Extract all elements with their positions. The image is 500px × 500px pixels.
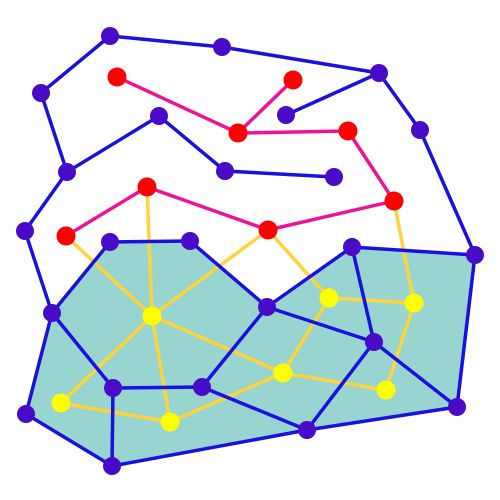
yellow-edge-8 bbox=[59, 401, 172, 424]
blue-edge-1 bbox=[108, 34, 224, 49]
yellow-node-4[interactable] bbox=[273, 363, 293, 383]
blue-node-4[interactable] bbox=[32, 84, 50, 102]
blue-edge-29 bbox=[50, 311, 115, 390]
blue-edge-26 bbox=[305, 340, 376, 432]
red-node-6[interactable] bbox=[384, 191, 404, 211]
blue-node-15[interactable] bbox=[43, 304, 61, 322]
red-node-1[interactable] bbox=[107, 67, 127, 87]
blue-node-7[interactable] bbox=[58, 163, 76, 181]
blue-node-16[interactable] bbox=[258, 298, 276, 316]
blue-node-17[interactable] bbox=[365, 333, 383, 351]
blue-node-11[interactable] bbox=[101, 233, 119, 251]
blue-edge-19 bbox=[305, 405, 459, 432]
blue-edge-6 bbox=[157, 114, 227, 173]
blue-edge-8 bbox=[377, 71, 422, 132]
yellow-edge-4 bbox=[266, 228, 331, 300]
pink-edge-1 bbox=[115, 75, 240, 135]
blue-edge-2 bbox=[220, 45, 381, 75]
pink-edge-5 bbox=[266, 199, 396, 232]
yellow-node-layer bbox=[51, 288, 424, 432]
pink-edge-7 bbox=[64, 185, 149, 238]
blue-edge-11 bbox=[23, 170, 69, 233]
yellow-edge-3 bbox=[150, 228, 270, 318]
blue-node-19[interactable] bbox=[193, 378, 211, 396]
blue-node-24[interactable] bbox=[277, 106, 295, 124]
red-node-5[interactable] bbox=[137, 177, 157, 197]
red-node-4[interactable] bbox=[338, 121, 358, 141]
blue-node-20[interactable] bbox=[17, 405, 35, 423]
yellow-edge-13 bbox=[384, 301, 416, 392]
blue-node-22[interactable] bbox=[448, 398, 466, 416]
blue-node-2[interactable] bbox=[213, 38, 231, 56]
yellow-edge-6 bbox=[150, 314, 172, 424]
blue-edge-21 bbox=[24, 412, 114, 468]
yellow-node-1[interactable] bbox=[142, 306, 162, 326]
blue-edge-layer bbox=[23, 34, 477, 468]
blue-edge-22 bbox=[24, 311, 54, 416]
blue-node-1[interactable] bbox=[101, 27, 119, 45]
red-node-8[interactable] bbox=[56, 226, 76, 246]
yellow-node-7[interactable] bbox=[376, 380, 396, 400]
pink-edge-layer bbox=[64, 75, 396, 238]
red-node-7[interactable] bbox=[258, 220, 278, 240]
yellow-node-2[interactable] bbox=[319, 288, 339, 308]
blue-node-8[interactable] bbox=[216, 162, 234, 180]
yellow-edge-11 bbox=[327, 296, 416, 305]
blue-node-layer bbox=[16, 27, 484, 475]
blue-edge-25 bbox=[372, 340, 459, 409]
blue-edge-27 bbox=[200, 305, 269, 389]
blue-edge-10 bbox=[284, 71, 381, 117]
blue-node-13[interactable] bbox=[343, 238, 361, 256]
blue-edge-23 bbox=[265, 305, 376, 344]
blue-node-5[interactable] bbox=[150, 107, 168, 125]
blue-node-21[interactable] bbox=[298, 421, 316, 439]
blue-edge-28 bbox=[111, 385, 204, 390]
blue-edge-14 bbox=[108, 239, 192, 244]
pink-edge-3 bbox=[236, 129, 350, 135]
blue-edge-15 bbox=[188, 239, 269, 309]
blue-edge-7 bbox=[223, 169, 336, 179]
blue-edge-20 bbox=[110, 428, 309, 468]
blue-node-10[interactable] bbox=[16, 222, 34, 240]
yellow-edge-5 bbox=[59, 314, 154, 405]
blue-node-12[interactable] bbox=[181, 232, 199, 250]
blue-edge-5 bbox=[65, 114, 161, 174]
yellow-node-6[interactable] bbox=[160, 412, 180, 432]
pink-edge-6 bbox=[145, 185, 270, 232]
red-node-layer bbox=[56, 67, 404, 246]
blue-edge-31 bbox=[200, 385, 309, 432]
blue-edge-13 bbox=[50, 240, 112, 315]
yellow-edge-7 bbox=[150, 314, 285, 375]
pink-edge-4 bbox=[346, 129, 396, 203]
blue-edge-24 bbox=[350, 245, 376, 344]
blue-node-23[interactable] bbox=[103, 457, 121, 475]
blue-node-3[interactable] bbox=[370, 64, 388, 82]
yellow-edge-10 bbox=[281, 296, 331, 375]
blue-edge-12 bbox=[23, 229, 54, 315]
pink-edge-2 bbox=[236, 78, 295, 135]
blue-edge-9 bbox=[418, 128, 477, 257]
yellow-edge-14 bbox=[281, 371, 388, 392]
blue-node-14[interactable] bbox=[466, 246, 484, 264]
blue-node-9[interactable] bbox=[325, 168, 343, 186]
yellow-node-3[interactable] bbox=[404, 293, 424, 313]
red-node-2[interactable] bbox=[283, 70, 303, 90]
blue-edge-16 bbox=[265, 245, 354, 309]
blue-edge-30 bbox=[110, 386, 115, 468]
red-node-3[interactable] bbox=[228, 123, 248, 143]
yellow-node-5[interactable] bbox=[51, 393, 71, 413]
blue-edge-3 bbox=[39, 34, 112, 95]
yellow-edge-1 bbox=[64, 234, 154, 318]
yellow-edge-2 bbox=[145, 185, 154, 318]
blue-node-18[interactable] bbox=[104, 379, 122, 397]
blue-edge-18 bbox=[455, 253, 477, 409]
blue-node-6[interactable] bbox=[411, 121, 429, 139]
blue-edge-17 bbox=[350, 245, 477, 257]
blue-edge-4 bbox=[39, 91, 69, 174]
